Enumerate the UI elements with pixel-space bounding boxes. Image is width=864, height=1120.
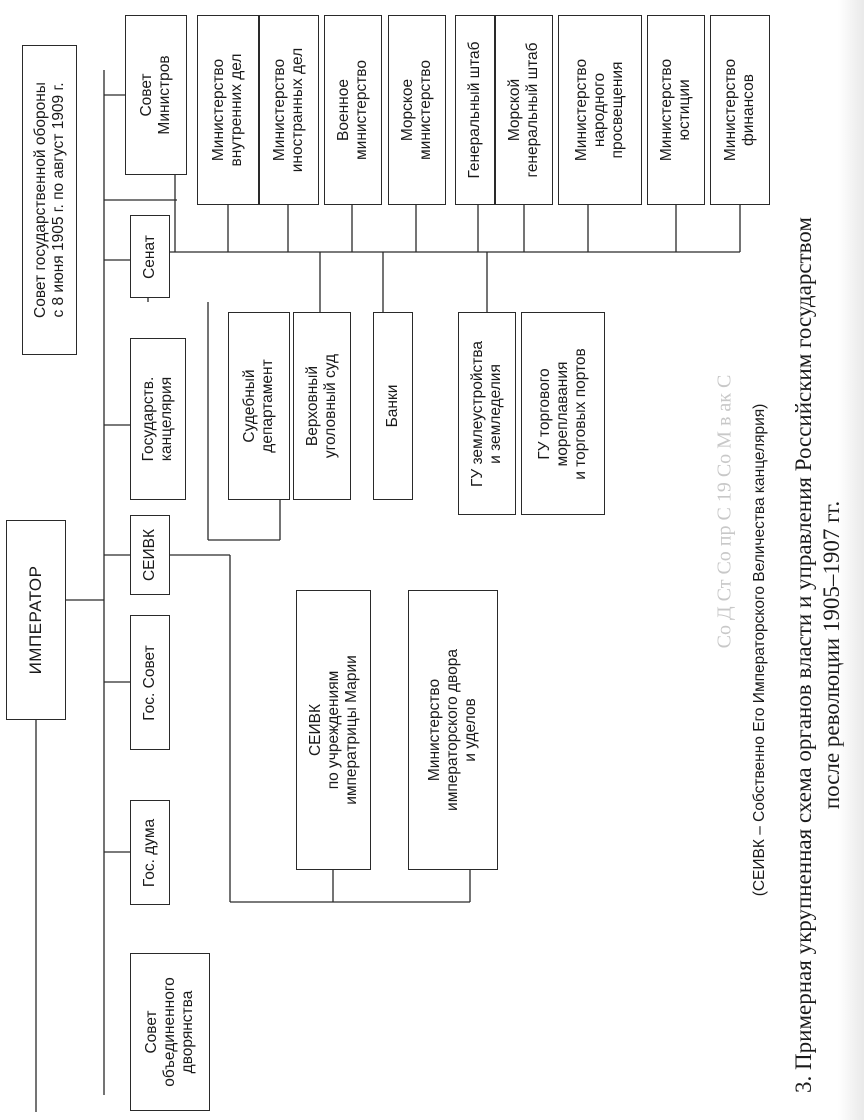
seivk-imperatritsy-node: СЕИВК по учреждениям императрицы Марии <box>296 590 371 870</box>
ministry-inostrannyh-del: Министерство иностранных дел <box>259 15 319 205</box>
ministry-line: народного <box>591 72 608 148</box>
lower-line: Судебный <box>241 369 258 443</box>
ministry-label: Морское министерство <box>399 60 435 160</box>
ministry-line: Морской <box>506 78 523 142</box>
child-line: СЕИВК <box>306 703 324 757</box>
ministry-line: Военное <box>335 79 352 141</box>
emperor-label: ИМПЕРАТОР <box>26 565 45 675</box>
ministry-label: Генеральный штаб <box>466 41 484 178</box>
lower-line: Верховный <box>304 365 321 447</box>
ministerstvo-dvora-node: Министерство императорского двора и удел… <box>408 590 498 870</box>
ministry-line: юстиции <box>676 79 693 141</box>
generalnyi-shtab: Генеральный штаб <box>455 15 495 205</box>
seivk-node: СЕИВК <box>130 515 170 595</box>
page-edge <box>838 0 864 1120</box>
lower-line: мореплавания <box>554 361 571 466</box>
banki-label: Банки <box>384 384 401 428</box>
ministry-finansov: Министерство финансов <box>710 15 770 205</box>
child-line: императрицы Марии <box>342 655 360 805</box>
kantselyariya-line-2: канцелярия <box>158 376 175 462</box>
lower-line: и земледелия <box>487 363 504 464</box>
ministry-line: Министерство <box>658 58 675 162</box>
sudebnyi-departament-label: Судебный департамент <box>241 359 277 452</box>
sudebnyi-departament-node: Судебный департамент <box>228 312 290 500</box>
sovet-ministrov-line-2: Министров <box>156 55 173 135</box>
footnote: (СЕИВК – Собственно Его Императорского В… <box>751 403 768 897</box>
ministry-prosvescheniya: Министерство народного просвещения <box>558 15 642 205</box>
ministry-voennoe: Военное министерство <box>324 15 382 205</box>
senat-node: Сенат <box>130 215 170 298</box>
gos-duma-label: Гос. дума <box>141 818 158 887</box>
gu-moreplavaniya-node: ГУ торгового мореплавания и торговых пор… <box>521 312 605 515</box>
ministry-line: генеральный штаб <box>524 42 541 178</box>
child-line: по учреждениям <box>324 670 342 790</box>
ministry-yustitsii: Министерство юстиции <box>647 15 705 205</box>
sovet-oborony-label: Совет государственной обороны с 8 июня 1… <box>32 82 68 318</box>
ministry-label: Министерство юстиции <box>658 59 694 161</box>
ministry-line: финансов <box>740 74 757 146</box>
ministerstvo-dvora-label: Министерство императорского двора и удел… <box>426 649 480 811</box>
lower-line: уголовный суд <box>322 353 339 459</box>
ministry-line: Министерство <box>271 58 288 162</box>
gos-duma-node: Гос. дума <box>130 800 170 905</box>
ministry-morskoe: Морское министерство <box>388 15 446 205</box>
ministry-label: Министерство финансов <box>722 59 758 161</box>
sovet-oborony-node: Совет государственной обороны с 8 июня 1… <box>22 45 77 355</box>
child-line: императорского двора <box>444 649 461 811</box>
kantselyariya-node: Государств. канцелярия <box>130 338 186 500</box>
ministry-line: Министерство <box>573 58 590 162</box>
ministry-label: Военное министерство <box>335 60 371 160</box>
sovet-dvoryanstva-line-1: Совет <box>143 1010 160 1054</box>
verhovnyi-sud-label: Верховный уголовный суд <box>304 354 340 458</box>
sovet-dvoryanstva-line-2: объединенного <box>161 977 178 1087</box>
page-edge-text: Со Д Ст Со пр С 19 Со М в ак С <box>713 374 736 649</box>
seivk-imperatritsy-label: СЕИВК по учреждениям императрицы Марии <box>307 655 361 805</box>
ministry-vnutrennih-del: Министерство внутренних дел <box>197 15 259 205</box>
kantselyariya-line-1: Государств. <box>140 376 157 462</box>
seivk-label: СЕИВК <box>141 528 158 582</box>
ministry-line: министерство <box>417 60 434 160</box>
ministry-line: Генеральный штаб <box>466 41 483 179</box>
verhovnyi-sud-node: Верховный уголовный суд <box>293 312 351 500</box>
ministry-line: Морское <box>399 78 416 142</box>
senat-label: Сенат <box>141 234 158 279</box>
lower-line: ГУ торгового <box>536 367 553 460</box>
lower-line: и торговых портов <box>572 347 589 480</box>
sovet-dvoryanstva-label: Совет объединенного дворянства <box>143 977 197 1087</box>
lower-line: ГУ землеустройства <box>469 340 486 487</box>
ministry-line: иностранных дел <box>289 47 306 173</box>
sovet-ministrov-line-1: Совет <box>138 73 155 117</box>
banki-node: Банки <box>373 312 413 500</box>
gu-moreplavaniya-label: ГУ торгового мореплавания и торговых пор… <box>536 348 590 480</box>
morskoi-generalnyi-shtab: Морской генеральный штаб <box>495 15 553 205</box>
child-line: и уделов <box>462 698 479 762</box>
sovet-oborony-line-2: с 8 июня 1905 г. по август 1909 г. <box>49 82 67 318</box>
ministry-line: Министерство <box>722 58 739 162</box>
gu-zemleustroistva-label: ГУ землеустройства и земледелия <box>469 340 505 486</box>
gu-zemleustroistva-node: ГУ землеустройства и земледелия <box>458 312 516 515</box>
gos-sovet-node: Гос. Совет <box>130 615 170 750</box>
sovet-oborony-line-1: Совет государственной обороны <box>31 82 49 318</box>
ministry-line: Министерство <box>210 58 227 162</box>
ministry-label: Министерство внутренних дел <box>210 54 246 167</box>
sovet-ministrov-label: Совет Министров <box>138 55 174 134</box>
ministry-line: просвещения <box>609 61 626 159</box>
ministry-line: внутренних дел <box>228 53 245 167</box>
sovet-dvoryanstva-node: Совет объединенного дворянства <box>130 953 210 1111</box>
ministry-label: Морской генеральный штаб <box>506 43 542 178</box>
ministry-label: Министерство иностранных дел <box>271 48 307 172</box>
gos-sovet-label: Гос. Совет <box>141 644 158 721</box>
caption-line-1: 3. Примерная укрупненная схема органов в… <box>791 217 816 1093</box>
ministry-label: Министерство народного просвещения <box>573 59 627 161</box>
sovet-dvoryanstva-line-3: дворянства <box>179 990 196 1074</box>
ministry-line: министерство <box>353 60 370 160</box>
emperor-node: ИМПЕРАТОР <box>6 520 66 720</box>
sovet-ministrov-node: Совет Министров <box>125 15 187 175</box>
child-line: Министерство <box>426 678 443 782</box>
kantselyariya-label: Государств. канцелярия <box>140 377 176 462</box>
lower-line: департамент <box>259 359 276 453</box>
